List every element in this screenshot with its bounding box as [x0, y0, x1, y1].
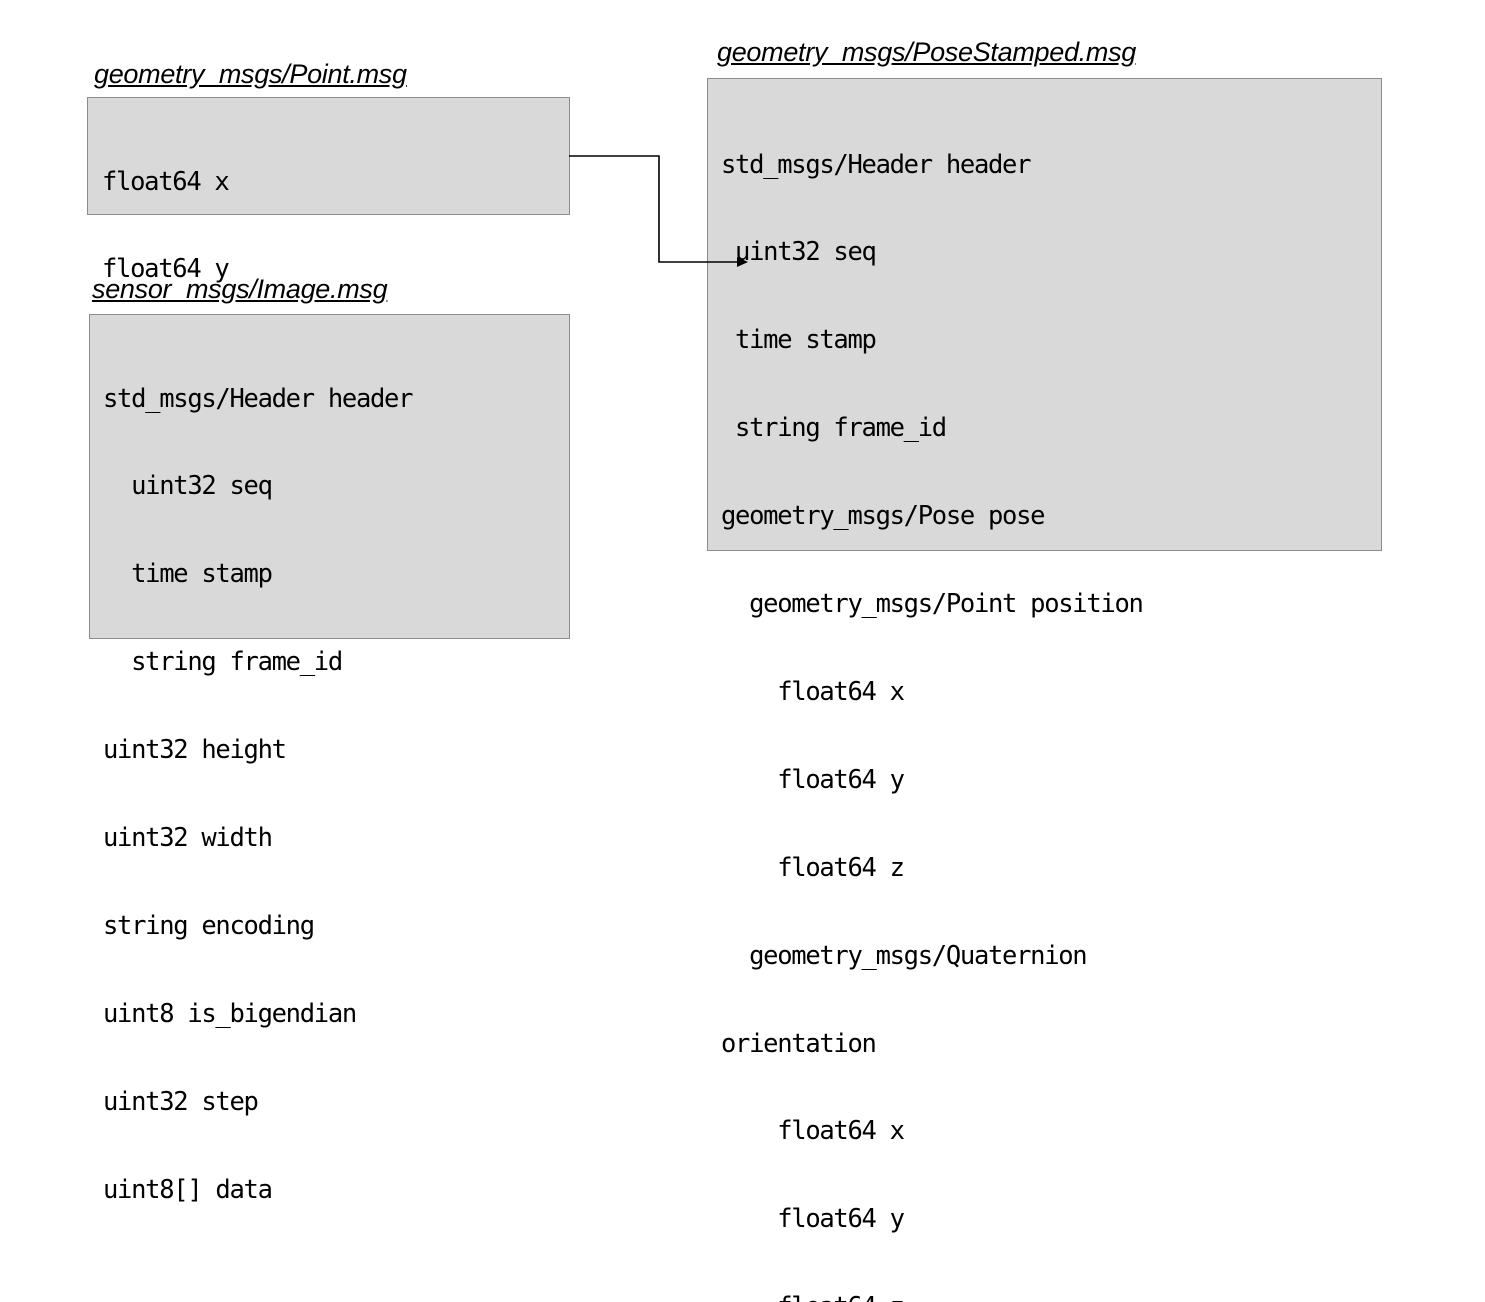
field-line: string encoding — [103, 910, 315, 941]
field-line: float64 y — [721, 1204, 905, 1235]
image-msg-title: sensor_msgs/Image.msg — [92, 274, 388, 304]
field-line: float64 y — [102, 254, 230, 285]
connector-arrow — [569, 155, 748, 267]
field-line: time stamp — [103, 559, 273, 590]
field-line: uint32 step — [103, 1086, 259, 1117]
field-line: uint8[] data — [103, 1174, 273, 1205]
field-line: float64 x — [102, 166, 230, 197]
field-line: uint32 width — [103, 823, 273, 854]
field-line: uint32 seq — [721, 237, 877, 268]
field-line: orientation — [721, 1028, 877, 1059]
field-line-point-position: geometry_msgs/Point position — [721, 589, 1144, 620]
field-line: geometry_msgs/Quaternion — [721, 940, 1088, 971]
point-msg-box: float64 x float64 y float64 z — [87, 97, 570, 372]
connector-line — [569, 155, 738, 263]
field-line: uint32 seq — [103, 471, 273, 502]
field-line: float64 x — [721, 676, 905, 707]
field-line: uint32 height — [103, 735, 287, 766]
field-line: geometry_msgs/Pose pose — [721, 501, 1046, 532]
field-line: string frame_id — [103, 647, 343, 678]
arrowhead-icon — [737, 257, 748, 267]
field-line: float64 z — [721, 852, 905, 883]
field-line: float64 z — [721, 1292, 1143, 1302]
field-line: float64 y — [721, 764, 905, 795]
field-line: time stamp — [721, 325, 877, 356]
field-line: float64 x — [721, 1116, 905, 1147]
pose-stamped-msg-title: geometry_msgs/PoseStamped.msg — [717, 37, 1136, 67]
field-line: string frame_id — [721, 413, 947, 444]
field-line: std_msgs/Header header — [103, 383, 413, 414]
point-msg-title: geometry_msgs/Point.msg — [94, 59, 407, 89]
field-line: uint8 is_bigendian — [103, 998, 357, 1029]
field-line: std_msgs/Header header — [721, 149, 1031, 180]
